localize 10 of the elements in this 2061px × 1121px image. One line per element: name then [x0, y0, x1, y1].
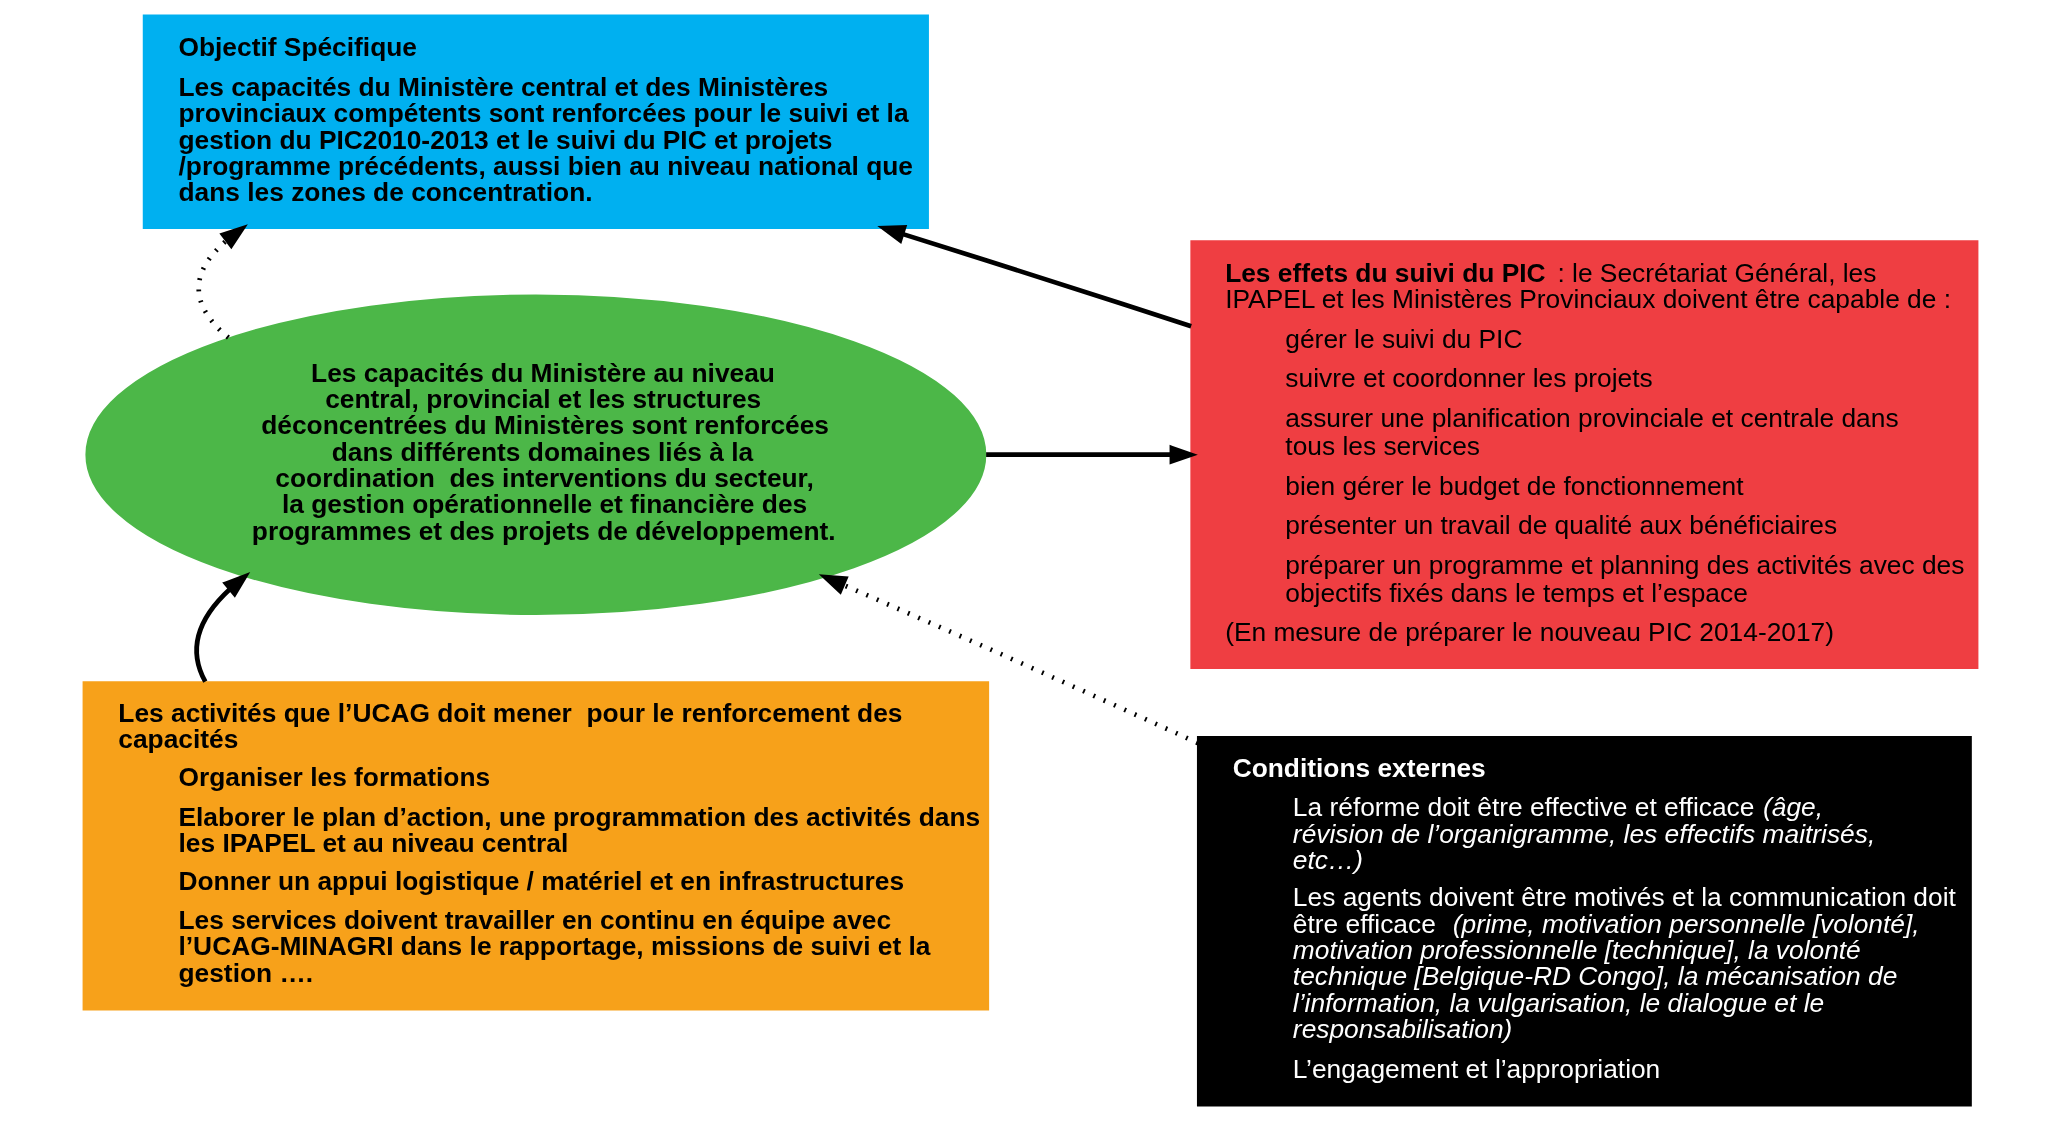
- node-box: Objectif Spécifique Les capacités du Ministère central et des Ministères provinciaux compétents sont renforcées pour le suivi et la gestion du PIC2010-2013 et le suivi du PIC et projets /programme précédents, aussi bien au niveau national que dans les zones de concentration.: [142, 14, 929, 229]
- arrow: [986, 444, 1198, 465]
- node-box: Les activités que l’UCAG doit mener pour le renforcement des capacités Organiser les formations Elaborer le plan d’action, une programmation des activités dans les IPAPEL et au niveau central Donner un appui logistique / matériel et en infrastructures Les services doivent travailler en continu en équipe avec l’UCAG-MINAGRI dans le rapportage, missions de suivi et la gestion ….: [82, 681, 990, 1011]
- arrow: [877, 225, 1192, 329]
- node-box: Conditions externes La réforme doit être effective et efficace (âge, révision de l’organigramme, les effectifs maitrisés, etc…) Les agents doivent être motivés et la communication doit être efficace (prime, motivation personnelle [volonté], motivation professionnelle [technique], la volonté technique [Belgique-RD Congo], la mécanisation de l’information, la vulgarisation, le dialogue et le responsabilisation) L’engagement et l’appropriation: [1196, 735, 1972, 1107]
- arrow: [196, 224, 248, 340]
- node-ellipse: Les capacités du Ministère au niveau central, provincial et les structures déconcentrées du Ministères sont renforcées dans différents domaines liés à la coordination des interventions du secteur, la gestion opérationnelle et financière des programmes et des projets de développement.: [85, 294, 987, 615]
- node-box: Les effets du suivi du PIC : le Secrétariat Général, les IPAPEL et les Ministères Provinciaux doivent être capable de : gérer le suivi du PIC suivre et coordonner les projets assurer une planification provinciale et centrale dans tous les services bien gérer le budget de fonctionnement présenter un travail de qualité aux bénéficiaires préparer un programme et planning des activités avec des objectifs fixés dans le temps et l’espace (En mesure de préparer le nouveau PIC 2014-2017): [1190, 240, 1979, 670]
- arrow: [194, 572, 251, 683]
- arrow: [818, 574, 1199, 746]
